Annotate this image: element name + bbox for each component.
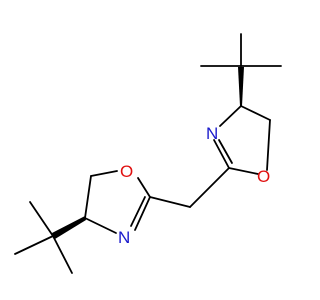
atom-label-n-top: N [206, 124, 218, 143]
bond-c4-to-n-top [219, 105, 242, 127]
bond-c2-to-n-top-outer [213, 139, 230, 169]
oxazoline-ring-bottom [84, 170, 151, 234]
bond-c5-to-c4-bottom [84, 175, 92, 219]
bond-c4-to-n-bottom [84, 217, 117, 234]
bond-n-to-c2-bottom-inner [130, 196, 146, 227]
bond-c2-to-n-top-inner [218, 139, 233, 164]
bond-o-to-c2-top [228, 167, 259, 175]
bond-o-to-c5-bottom [90, 170, 118, 177]
bond-c2-top-to-ch2 [189, 167, 230, 208]
bond-tbu-bottom-to-methyl-left [14, 235, 54, 255]
chemical-structure-diagram: N O O N [14, 33, 282, 274]
tert-butyl-group-bottom [14, 201, 73, 274]
atom-label-o-bottom: O [120, 162, 133, 181]
bond-ch2-to-c2-bottom [149, 196, 191, 208]
bond-tbu-bottom-to-methyl-up [29, 201, 54, 237]
bond-c2-to-o-bottom [137, 177, 151, 198]
bond-c5-to-o-top [266, 119, 271, 171]
oxazoline-ring-top [213, 105, 271, 175]
bond-c4-to-c5-top [240, 105, 271, 121]
methylene-bridge [149, 167, 230, 208]
atom-label-o-top: O [257, 167, 270, 186]
atom-label-n-bottom: N [118, 228, 130, 247]
bond-tbu-bottom-to-methyl-down [52, 235, 73, 274]
stereo-wedge-bond-bottom [52, 216, 86, 239]
bond-n-to-c2-bottom-outer [134, 196, 151, 231]
tert-butyl-group-top [200, 33, 282, 67]
stereo-wedge-bond-top [238, 67, 244, 106]
